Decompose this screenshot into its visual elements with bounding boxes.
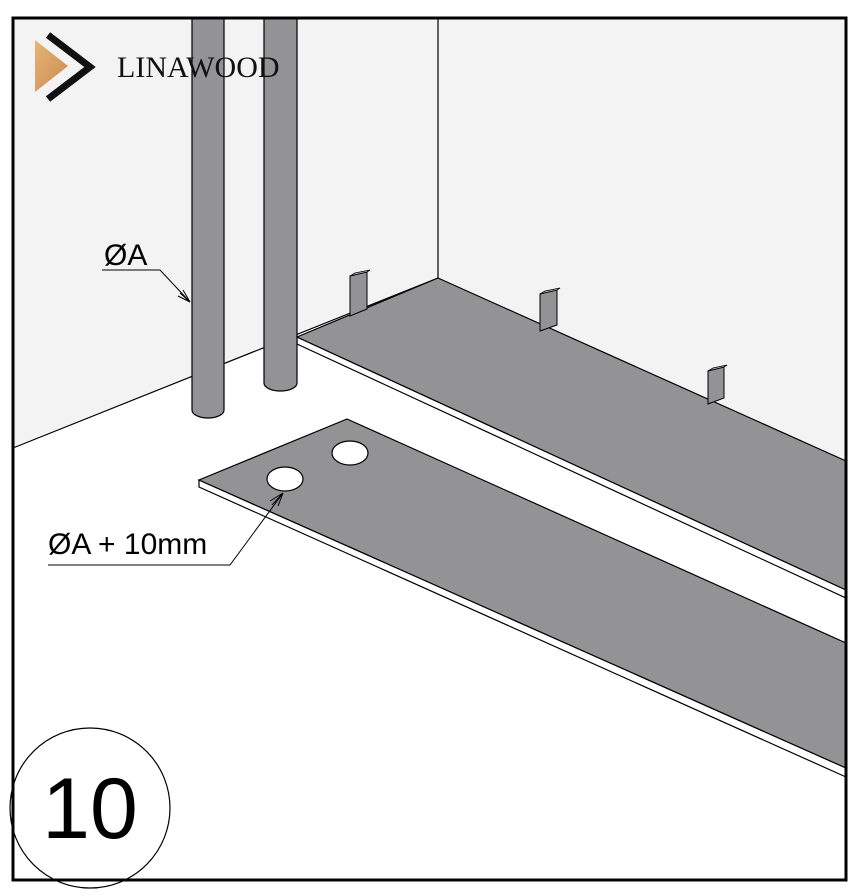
- step-number-badge: 10: [9, 727, 171, 889]
- hole-diameter-label: ØA + 10mm: [48, 528, 207, 561]
- spacer-wedge: [349, 269, 371, 317]
- step-number: 10: [42, 761, 138, 857]
- right-wall: [438, 18, 846, 463]
- pipe: [263, 17, 298, 392]
- hole-diameter-callout: ØA + 10mm: [48, 492, 284, 566]
- pipe: [191, 17, 225, 419]
- pipe-diameter-callout: ØA: [102, 239, 191, 303]
- pipe-hole: [266, 466, 304, 492]
- pipe-diameter-label: ØA: [104, 239, 147, 272]
- pipe-hole: [331, 440, 369, 466]
- logo-chevron: [45, 32, 96, 102]
- brand-name: LINAWOOD: [117, 51, 280, 84]
- left-wall: [13, 18, 438, 448]
- spacer-wedge: [539, 287, 561, 332]
- logo-wood-triangle: [35, 40, 68, 92]
- frame-border: [11, 16, 848, 882]
- linawood-logo: LINAWOOD: [35, 32, 280, 102]
- spacer-wedge: [707, 364, 728, 405]
